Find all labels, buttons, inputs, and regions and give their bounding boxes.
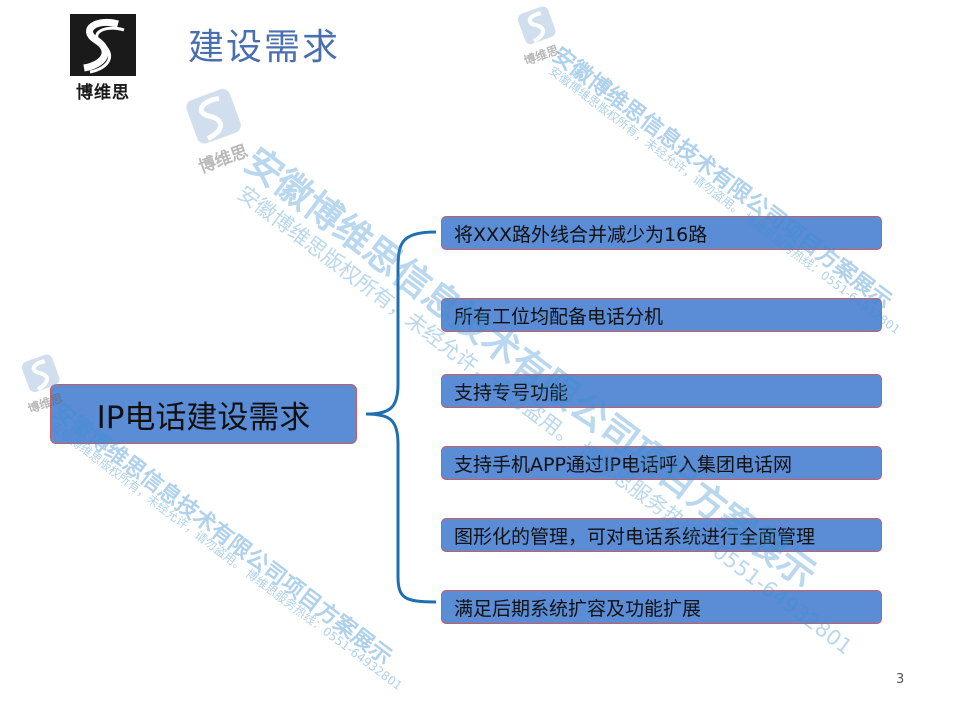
root-node-box: IP电话建设需求 (50, 384, 357, 444)
requirement-item: 满足后期系统扩容及功能扩展 (441, 590, 882, 624)
requirement-item: 支持手机APP通过IP电话呼入集团电话网 (441, 446, 882, 480)
requirement-item: 图形化的管理，可对电话系统进行全面管理 (441, 518, 882, 552)
requirement-item: 支持专号功能 (441, 374, 882, 408)
logo-s-icon (70, 14, 136, 76)
requirement-item: 将XXX路外线合并减少为16路 (441, 216, 882, 250)
logo-text: 博维思 (76, 83, 130, 103)
page-title: 建设需求 (188, 27, 341, 68)
requirement-item: 所有工位均配备电话分机 (441, 298, 882, 332)
page-number: 3 (896, 672, 905, 687)
company-logo: 博维思 (66, 12, 140, 103)
